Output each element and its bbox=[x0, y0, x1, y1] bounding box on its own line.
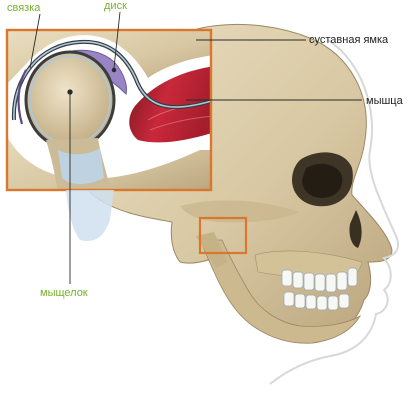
label-ligament: связка bbox=[7, 2, 41, 14]
condyle-neck bbox=[66, 190, 114, 242]
label-disc: диск bbox=[104, 0, 127, 12]
label-fossa: суставная ямка bbox=[309, 34, 389, 46]
eye-socket-inner bbox=[302, 163, 343, 198]
muscle-shape bbox=[129, 66, 211, 143]
joint-inset bbox=[5, 28, 213, 192]
label-muscle: мышца bbox=[366, 95, 403, 107]
ligament-shape bbox=[17, 69, 27, 125]
nasal-cavity bbox=[349, 210, 362, 248]
joint-highlight-box bbox=[198, 216, 248, 255]
face-outline bbox=[269, 39, 400, 385]
mandible-ramus bbox=[196, 232, 228, 268]
leader-lines bbox=[29, 11, 362, 284]
teeth bbox=[281, 267, 358, 311]
label-condyle: мыщелок bbox=[40, 287, 88, 299]
